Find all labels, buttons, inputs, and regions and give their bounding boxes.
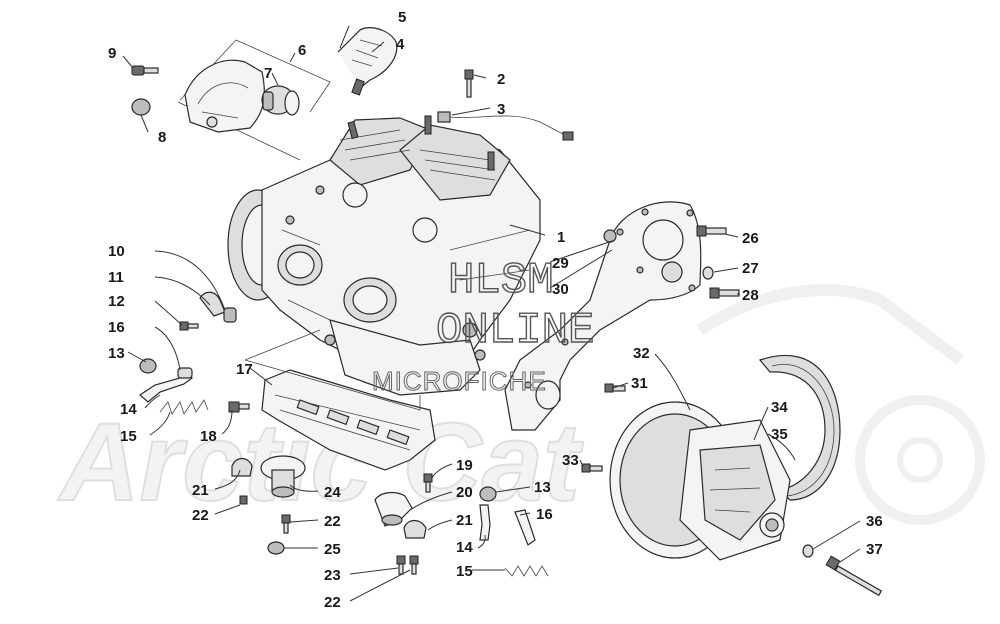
left-hose-parts — [139, 291, 250, 415]
callout-36: 36 — [866, 513, 883, 530]
motorcycle-watermark-icon — [696, 284, 985, 525]
callout-4: 4 — [396, 36, 405, 53]
bolt-and-sensor — [437, 69, 574, 141]
callout-20: 20 — [456, 484, 473, 501]
callout-19: 19 — [456, 457, 473, 474]
callout-14b: 14 — [456, 539, 473, 556]
callout-9: 9 — [108, 45, 116, 62]
callout-28: 28 — [742, 287, 759, 304]
callout-22b: 22 — [324, 513, 341, 530]
callout-18: 18 — [200, 428, 217, 445]
callout-15b: 15 — [456, 563, 473, 580]
bottom-hardware — [231, 455, 549, 577]
spring-icon — [504, 565, 549, 577]
callout-16: 16 — [108, 319, 125, 336]
callout-31: 31 — [631, 375, 648, 392]
callout-24: 24 — [324, 484, 341, 501]
callout-7: 7 — [264, 65, 272, 82]
callout-16b: 16 — [536, 506, 553, 523]
callout-17: 17 — [236, 361, 253, 378]
engine-block — [227, 115, 541, 396]
callout-34: 34 — [771, 399, 788, 416]
spring-icon — [159, 399, 209, 415]
callout-25: 25 — [324, 541, 341, 558]
watermark-line3: MICROFICHE — [372, 366, 547, 396]
callout-labels: 5 4 6 7 9 8 2 3 1 10 11 12 16 13 14 15 1… — [108, 9, 883, 611]
callout-11: 11 — [108, 269, 124, 286]
callout-27: 27 — [742, 260, 759, 277]
callout-21b: 21 — [456, 512, 473, 529]
engine-mount-tray — [244, 329, 436, 471]
callout-5: 5 — [398, 9, 406, 26]
callout-22: 22 — [192, 507, 209, 524]
center-watermark: HLSM ONLINE MICROFICHE — [372, 255, 596, 396]
callout-14: 14 — [120, 401, 137, 418]
callout-1: 1 — [557, 229, 565, 246]
leader-lines — [122, 25, 861, 602]
callout-12: 12 — [108, 293, 125, 310]
callout-33: 33 — [562, 452, 579, 469]
cover-assembly — [131, 27, 398, 161]
callout-22c: 22 — [324, 594, 341, 611]
callout-37: 37 — [866, 541, 883, 558]
callout-2: 2 — [497, 71, 505, 88]
callout-3: 3 — [497, 101, 505, 118]
callout-35: 35 — [771, 426, 788, 443]
callout-13: 13 — [108, 345, 125, 362]
callout-10: 10 — [108, 243, 125, 260]
callout-30: 30 — [552, 281, 569, 298]
callout-8: 8 — [158, 129, 166, 146]
callout-26: 26 — [742, 230, 759, 247]
watermark-line1: HLSM — [448, 256, 554, 306]
callout-6: 6 — [298, 42, 306, 59]
drive-clutch-assembly — [581, 354, 883, 597]
callout-21: 21 — [192, 482, 209, 499]
callout-13b: 13 — [534, 479, 551, 496]
callout-32: 32 — [633, 345, 650, 362]
intake-ports — [277, 244, 397, 323]
callout-15: 15 — [120, 428, 137, 445]
callout-29: 29 — [552, 255, 569, 272]
watermark-line2: ONLINE — [436, 306, 594, 356]
callout-23: 23 — [324, 567, 341, 584]
